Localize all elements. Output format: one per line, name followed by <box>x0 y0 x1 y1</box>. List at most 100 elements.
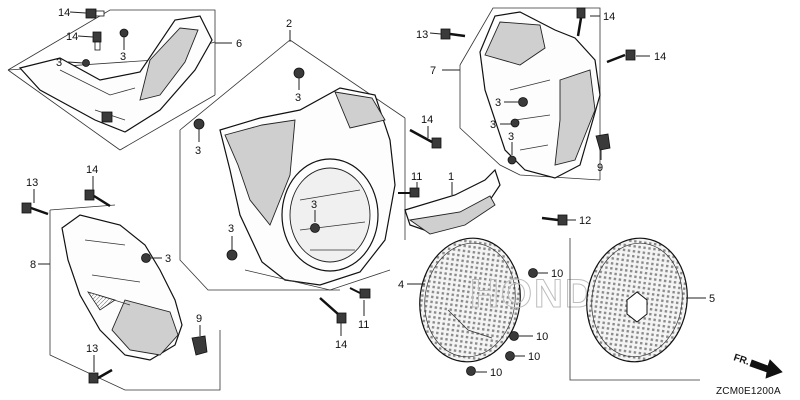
fan-cover-lip <box>244 269 391 291</box>
callout-3: 3 <box>228 223 234 235</box>
grommet-3-i <box>507 155 517 165</box>
bolt-14-g <box>84 189 111 208</box>
mesh-screen <box>419 237 521 363</box>
group-7-frame <box>459 7 601 90</box>
clip-9-a <box>595 133 611 151</box>
callout-10: 10 <box>551 268 563 280</box>
fan-cover-opening <box>289 167 371 263</box>
diagram-code: ZCM0E1200A <box>716 386 781 397</box>
shroud-bracket-tab <box>101 111 113 123</box>
guard-strip <box>404 168 501 233</box>
fan-cover-top <box>334 91 386 129</box>
callout-4: 4 <box>398 279 404 291</box>
callout-3: 3 <box>295 92 301 104</box>
callout-10: 10 <box>536 331 548 343</box>
shroud-bracket-group: 14 14 3 3 6 <box>7 7 242 151</box>
screw-10-d <box>466 366 476 376</box>
grommet-3-a <box>119 28 129 38</box>
bolt-13-a <box>440 28 466 40</box>
group-6-frame-edge <box>7 69 121 151</box>
group-5-frame <box>569 238 700 381</box>
group-8-frame <box>49 210 221 391</box>
screw-10-c <box>505 351 515 361</box>
grommet-3-j <box>141 253 151 263</box>
side-cover-group: 13 14 3 9 13 8 <box>21 164 221 391</box>
front-arrow-icon <box>749 359 783 379</box>
shroud-bracket-side <box>139 27 199 101</box>
callout-14: 14 <box>335 339 347 351</box>
callout-3: 3 <box>490 119 496 131</box>
group-6-frame <box>7 9 216 71</box>
grommet-3-c <box>293 67 305 79</box>
front-direction-indicator: FR. <box>732 352 783 379</box>
grommet-3-g <box>518 97 528 107</box>
right-cover-side <box>554 69 596 166</box>
bolt-14-e <box>576 7 586 37</box>
callout-14: 14 <box>66 31 78 43</box>
grommet-3-b <box>82 59 90 67</box>
callout-3: 3 <box>165 253 171 265</box>
callout-5: 5 <box>709 293 715 305</box>
callout-9: 9 <box>597 162 603 174</box>
bolt-11-b <box>349 287 371 299</box>
callout-14: 14 <box>603 11 615 23</box>
bolt-14-b <box>92 31 102 51</box>
group-7-frame-lower <box>459 65 601 181</box>
right-cover-top <box>484 21 546 66</box>
callout-14: 14 <box>58 7 70 19</box>
callout-3: 3 <box>495 97 501 109</box>
callout-10: 10 <box>528 351 540 363</box>
bolt-14-d <box>319 297 347 324</box>
callout-13: 13 <box>26 177 38 189</box>
grommet-3-h <box>510 118 520 128</box>
bolt-12: 12 <box>541 214 591 227</box>
bolt-14-c <box>409 128 442 149</box>
callout-3: 3 <box>508 131 514 143</box>
callout-3: 3 <box>56 57 62 69</box>
bolt-13-c <box>88 368 113 384</box>
bolt-14-a <box>85 8 105 19</box>
callout-14: 14 <box>654 51 666 63</box>
right-cover-group: 13 14 14 3 3 3 9 7 <box>416 7 666 181</box>
bolt-11-a <box>398 187 420 198</box>
screw-10-b <box>509 331 519 341</box>
side-cover-lower <box>111 299 179 356</box>
fan-cover-side <box>224 119 296 226</box>
front-label: FR. <box>732 352 751 368</box>
grommet-3-f <box>226 249 238 261</box>
callout-14: 14 <box>86 164 98 176</box>
bolt-14-f <box>606 49 636 64</box>
callout-3: 3 <box>120 51 126 63</box>
callout-14: 14 <box>421 114 433 126</box>
mesh-screen-group: 10 10 10 10 4 <box>398 237 563 379</box>
callout-3: 3 <box>195 145 201 157</box>
callout-1: 1 <box>448 171 454 183</box>
callout-2: 2 <box>286 18 292 30</box>
bolt-13-b <box>21 202 49 216</box>
callout-7: 7 <box>430 65 436 77</box>
side-cover-vent <box>87 291 116 311</box>
screen-assy-group: 5 <box>569 237 715 381</box>
group-6-frame-edge2 <box>119 94 216 151</box>
callout-11: 11 <box>358 319 369 331</box>
callout-13: 13 <box>416 29 428 41</box>
callout-3: 3 <box>311 199 317 211</box>
group-2-frame-lower <box>179 130 340 291</box>
mesh-screen-brace <box>447 309 493 339</box>
callout-11: 11 <box>411 171 422 183</box>
fan-cover-group: 2 3 3 3 3 14 11 11 14 <box>179 18 442 351</box>
screw-10-a <box>528 268 538 278</box>
callout-10: 10 <box>490 367 502 379</box>
callout-12: 12 <box>579 215 591 227</box>
guard-strip-group: 1 <box>404 168 501 235</box>
guard-strip-lip <box>408 195 496 235</box>
clip-9-b <box>191 335 208 356</box>
grommet-3-d <box>193 118 205 130</box>
screen-assy-hub <box>626 291 648 323</box>
right-cover-ribs <box>509 79 551 151</box>
callout-9: 9 <box>196 313 202 325</box>
grommet-3-e <box>310 223 320 233</box>
callout-6: 6 <box>236 38 242 50</box>
